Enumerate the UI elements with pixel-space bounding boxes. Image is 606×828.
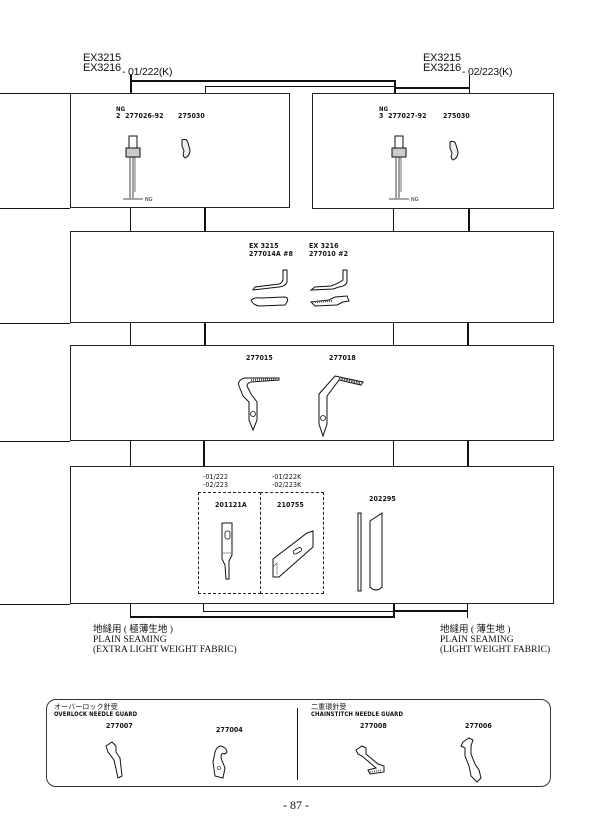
lower-looper-277015-icon [238,377,280,432]
left-model-line2: EX3216- 01/222(K) [83,62,173,78]
needle-part-number: 277026-92 [125,112,164,120]
page-number: - 87 - [283,798,309,812]
chainstitch-guard-en: CHAINSTITCH NEEDLE GUARD [311,711,404,718]
overlock-guard-en: OVERLOCK NEEDLE GUARD [54,711,138,718]
svg-text:NG: NG [411,197,419,203]
right-model-label: EX3215 EX3216- 02/223(K) [423,52,513,78]
lower-knife-b-variants: -01/222K -02/223K [272,473,301,489]
needle-guard-277004-icon [212,745,228,779]
looper-277010-icon [309,269,350,307]
needle-box-left: NG 2 277026-92 275030 NG [70,93,290,208]
guard-part-277004: 277004 [216,726,243,734]
guard-part-277008: 277008 [360,722,387,730]
clamp-screw-part-icon [181,138,191,159]
right-model-line1: EX3215 [423,52,461,64]
variant: -01/222 [203,473,229,481]
ng-label: NG [379,106,389,113]
guard-part-277006: 277006 [465,722,492,730]
lower-knife-part-b: 210755 [277,501,304,509]
clamp-part-number: 275030 [178,112,205,120]
lower-knife-part-a: 201121A [215,501,247,509]
knife-group-b: 210755 [260,492,324,594]
clamp-screw-part-icon [449,140,459,161]
variant: -02/223 [203,481,229,489]
lower-looper-277018-icon [318,375,364,438]
right-model-line2: EX3216- 02/223(K) [423,62,513,78]
ng-count: 2 [116,112,121,120]
looper-tag: #2 [338,250,349,258]
left-label-en1: PLAIN SEAMING [93,635,167,645]
looper-277014a-icon [250,269,289,307]
looper-tag: #8 [283,250,294,258]
needle-part-line: 3 277027-92 [379,112,427,120]
needle-guard-277008-icon [355,745,385,775]
right-label-en2: (LIGHT WEIGHT FABRIC) [440,645,551,655]
guard-divider [297,708,298,780]
looper-part-number: 277014A [249,250,281,258]
knife-group-a: 201121A [198,492,261,594]
overlock-guard-heading: オーバーロック針受 OVERLOCK NEEDLE GUARD [54,703,137,719]
right-label-en1: PLAIN SEAMING [440,635,514,645]
guard-part-277007: 277007 [106,722,133,730]
needle-part-number: 277027-92 [388,112,427,120]
looper-part-number: 277010 [309,250,336,258]
upper-looper-box: EX 3215 277014A #8 EX 3216 277010 #2 [70,231,554,323]
right-label-jp: 地縫用 ( 薄生地 ) [440,625,511,635]
upper-knife-202295-icon [357,512,383,592]
left-label-en2: (EXTRA LIGHT WEIGHT FABRIC) [93,645,237,655]
clamp-part-number: 275030 [443,112,470,120]
left-label-jp: 地縫用 ( 極薄生地 ) [93,625,173,635]
svg-text:NG: NG [145,197,153,203]
looper-model: EX 3216 [309,242,339,250]
lower-knife-201121a-icon [221,522,233,580]
overlock-guard-jp: オーバーロック針受 [54,703,118,711]
needle-clamp-icon: NG [123,135,153,203]
chainstitch-guard-jp: 二重環針受 [311,703,347,711]
ng-count: 3 [379,112,384,120]
left-model-line1: EX3215 [83,52,121,64]
lower-knife-a-variants: -01/222 -02/223 [203,473,228,489]
looper-model: EX 3215 [249,242,279,250]
right-application-label: 地縫用 ( 薄生地 ) PLAIN SEAMING (LIGHT WEIGHT … [440,625,550,655]
chainstitch-guard-heading: 二重環針受 CHAINSTITCH NEEDLE GUARD [311,703,403,719]
needle-guard-277006-icon [460,737,482,783]
needle-clamp-icon: NG [389,135,419,203]
lower-looper-part-1: 277015 [246,354,273,362]
looper-item-ex3215: EX 3215 277014A #8 [249,242,293,258]
needle-part-line: 2 277026-92 [116,112,164,120]
upper-knife-part: 202295 [369,495,396,503]
variant: -02/223K [272,481,302,489]
needle-guard-box: オーバーロック針受 OVERLOCK NEEDLE GUARD 277007 2… [46,699,551,787]
left-model-suffix: - 01/222(K) [121,66,173,78]
needle-guard-277007-icon [105,741,123,779]
lower-looper-box: 277015 277018 [70,345,554,441]
needle-box-right: NG 3 277027-92 275030 NG [312,93,554,209]
right-model-suffix: - 02/223(K) [461,66,513,78]
variant: -01/222K [272,473,302,481]
left-model-label: EX3215 EX3216- 01/222(K) [83,52,173,78]
left-application-label: 地縫用 ( 極薄生地 ) PLAIN SEAMING (EXTRA LIGHT … [93,625,237,655]
ng-label: NG [116,106,126,113]
lower-knife-210755-icon [272,530,314,578]
knife-box: -01/222 -02/223 -01/222K -02/223K 201121… [70,466,554,604]
lower-looper-part-2: 277018 [329,354,356,362]
looper-item-ex3216: EX 3216 277010 #2 [309,242,348,258]
